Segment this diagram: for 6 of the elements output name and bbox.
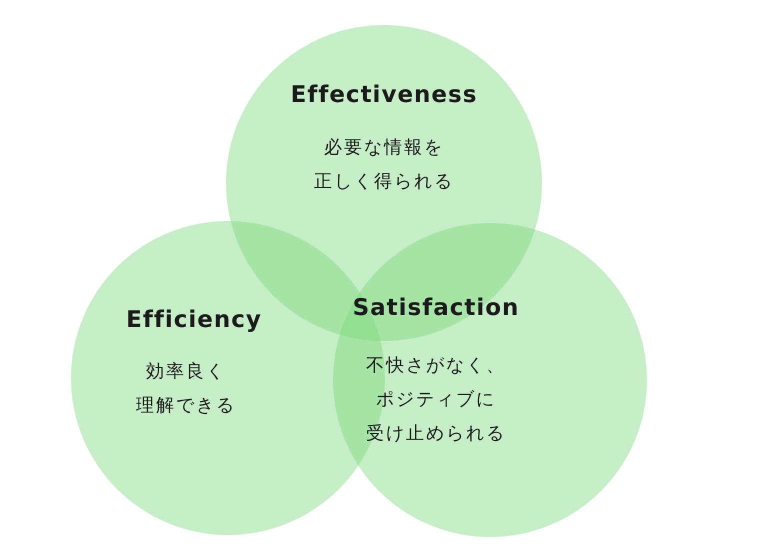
circle-heading: Efficiency [126,307,262,333]
circle-description: 必要な情報を正しく得られる [314,136,454,194]
circle-heading: Satisfaction [352,295,520,321]
circle-description: 効率良く理解できる [136,360,236,418]
circle-heading: Effectiveness [290,82,478,108]
circle-description: 不快さがなく、ポジティブに受け止められる [366,354,506,446]
